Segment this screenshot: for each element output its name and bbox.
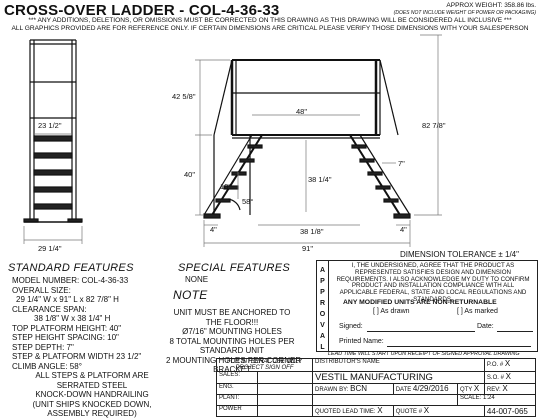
dim-platform-height: 40" bbox=[184, 170, 195, 179]
dim-step-width-b: 38 1/8" bbox=[300, 227, 324, 236]
rev-cell: REV: X bbox=[483, 383, 537, 395]
sf-line: STEP HEIGHT SPACING: 10" bbox=[12, 333, 119, 342]
qty-cell: QTY X bbox=[456, 383, 485, 395]
scale-cell: SCALE: 1:24 bbox=[456, 394, 537, 406]
title-block: FOR INTERNAL USE ONLY PROJECT SIGN OFF D… bbox=[216, 358, 537, 417]
sf-line: TOP PLATFORM HEIGHT: 40" bbox=[12, 323, 122, 333]
company-name: VESTIL MANUFACTURING bbox=[312, 371, 485, 384]
eng-label: ENG. bbox=[216, 383, 258, 395]
power-value[interactable] bbox=[257, 405, 313, 417]
special-features-heading: SPECIAL FEATURES bbox=[178, 262, 290, 274]
date-line[interactable] bbox=[497, 331, 533, 332]
dim-overall-length: 91" bbox=[302, 244, 313, 253]
dim-foot-width-left: 4" bbox=[210, 225, 217, 234]
special-features-value: NONE bbox=[185, 275, 209, 284]
as-marked-checkbox[interactable]: [ ] As marked bbox=[457, 308, 498, 315]
po-cell: P.O. # X bbox=[483, 358, 537, 372]
front-view bbox=[203, 59, 411, 219]
internal-use-label: FOR INTERNAL USE ONLY PROJECT SIGN OFF bbox=[216, 358, 313, 372]
dim-side-outer-width: 29 1/4" bbox=[38, 244, 62, 253]
power-label: POWER bbox=[216, 405, 258, 417]
sf-line: CLIMB ANGLE: 58° bbox=[12, 361, 82, 371]
sf-line: SERRATED STEEL bbox=[56, 380, 128, 390]
lead-time-note: LEAD TIME WILL START UPON RECEIPT OF SIG… bbox=[328, 351, 520, 357]
blank-cell bbox=[312, 394, 458, 406]
approval-statement: I, THE UNDERSIGNED, AGREE THAT THE PRODU… bbox=[336, 262, 530, 303]
standard-features-heading: STANDARD FEATURES bbox=[8, 262, 134, 274]
sf-line: 29 1/4" W x 91" L x 82 7/8" H bbox=[16, 295, 119, 304]
sf-line: STEP DEPTH: 7" bbox=[12, 342, 74, 352]
dimension-tolerance: DIMENSION TOLERANCE ± 1/4" bbox=[400, 250, 519, 259]
sales-label: SALES: bbox=[216, 371, 258, 384]
approx-weight: APPROX WEIGHT: 358.86 lbs. bbox=[446, 2, 536, 9]
quote-cell: QUOTE # X bbox=[392, 405, 485, 417]
weight-note: (DOES NOT INCLUDE WEIGHT OF POWER OR PAC… bbox=[393, 10, 536, 16]
note-line: Ø7/16" MOUNTING HOLES bbox=[182, 327, 282, 336]
non-returnable-note: ANY MODIFIED UNITS ARE NON-RETURNABLE bbox=[343, 299, 497, 306]
sf-line: MODEL NUMBER: COL-4-36-33 bbox=[12, 276, 129, 285]
note-line: STANDARD UNIT bbox=[199, 346, 265, 355]
dim-rail-height: 42 5/8" bbox=[172, 92, 196, 101]
date-label: Date: bbox=[477, 323, 494, 330]
drawing-number: 44-007-065 bbox=[483, 405, 537, 417]
dim-climb-angle: 58° bbox=[242, 197, 253, 206]
plant-value[interactable] bbox=[257, 394, 313, 406]
sf-line: ASSEMBLY REQUIRED) bbox=[47, 409, 137, 418]
date-cell: DATE 4/29/2016 bbox=[392, 383, 458, 395]
printed-name-label: Printed Name: bbox=[339, 338, 384, 345]
lead-time-cell: QUOTED LEAD TIME: X bbox=[312, 405, 394, 417]
dim-step-spacing: 10" bbox=[220, 182, 231, 191]
sf-line: (UNIT SHIPS KNOCKED DOWN, bbox=[32, 399, 152, 409]
signature-line[interactable] bbox=[367, 331, 475, 332]
ladder-drawing: 23 1/2" 29 1/4" 42 5/8" 40" 10" 48" 82 7… bbox=[23, 34, 446, 253]
note-heading: NOTE bbox=[173, 288, 208, 302]
warning-line-1: *** ANY ADDITIONS, DELETIONS, OR OMISSIO… bbox=[28, 17, 512, 24]
warning-line-2: ALL GRAPHICS PROVIDED ARE FOR REFERENCE … bbox=[11, 25, 529, 32]
drawn-by-cell: DRAWN BY: BCN bbox=[312, 383, 394, 395]
sales-value[interactable] bbox=[257, 371, 313, 384]
dim-step-depth: 7" bbox=[398, 159, 405, 168]
dim-side-inner-width: 23 1/2" bbox=[38, 121, 62, 130]
sf-line: STEP & PLATFORM WIDTH 23 1/2" bbox=[12, 352, 142, 361]
drawing-title: CROSS-OVER LADDER - COL-4-36-33 bbox=[4, 2, 280, 19]
plant-label: PLANT: bbox=[216, 394, 258, 406]
sf-line: OVERALL SIZE: bbox=[12, 285, 71, 295]
standard-features-list: MODEL NUMBER: COL-4-36-33 OVERALL SIZE: … bbox=[12, 276, 172, 419]
as-drawn-checkbox[interactable]: [ ] As drawn bbox=[373, 308, 410, 315]
so-cell: S.O. # X bbox=[483, 371, 537, 384]
dim-foot-width-right: 4" bbox=[400, 225, 407, 234]
distributors-name-cell: DISTRIBUTOR'S NAME bbox=[312, 358, 485, 372]
printed-name-line[interactable] bbox=[387, 346, 531, 347]
dim-step-width-a: 38 1/4" bbox=[308, 175, 332, 184]
note-line: 8 TOTAL MOUNTING HOLES PER bbox=[169, 336, 295, 346]
signed-label: Signed: bbox=[339, 323, 363, 330]
note-line: UNIT MUST BE ANCHORED TO bbox=[173, 308, 291, 317]
sf-line: CLEARANCE SPAN: bbox=[12, 304, 87, 314]
sf-line: 38 1/8" W x 38 1/4" H bbox=[34, 314, 111, 323]
note-line: THE FLOOR!!! bbox=[205, 317, 259, 327]
sf-line: KNOCK-DOWN HANDRAILING bbox=[35, 390, 149, 399]
dim-platform-length: 48" bbox=[296, 107, 307, 116]
side-view bbox=[23, 39, 83, 223]
sf-line: ALL STEPS & PLATFORM ARE bbox=[35, 371, 149, 380]
dim-overall-height: 82 7/8" bbox=[422, 121, 446, 130]
eng-value[interactable] bbox=[257, 383, 313, 395]
